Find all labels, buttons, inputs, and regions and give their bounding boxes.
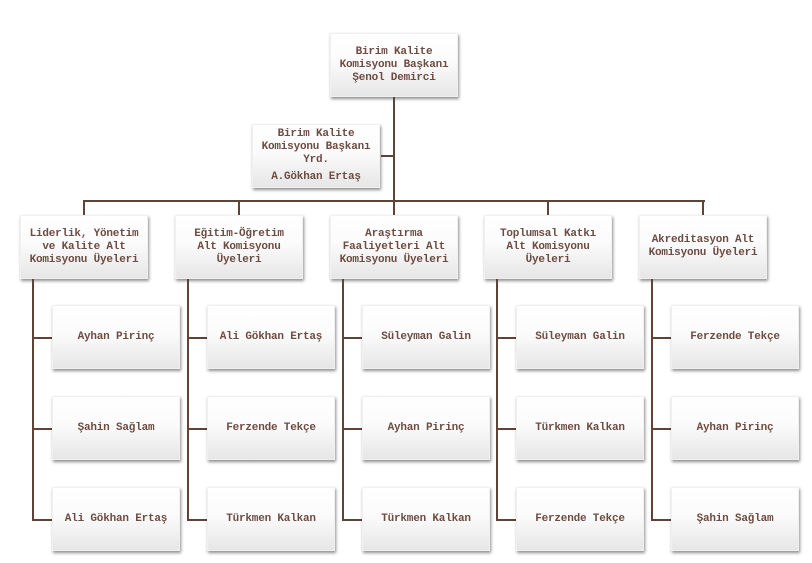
head-name: Şenol Demirci [352, 71, 436, 84]
member-name: Süleyman Galin [535, 330, 625, 343]
member-name: Süleyman Galin [381, 330, 471, 343]
member-box: Süleyman Galin [516, 305, 644, 369]
committee-box: Araştırma Faaliyetleri Alt Komisyonu Üye… [330, 215, 458, 279]
committee-box: Toplumsal Katkı Alt Komisyonu Üyeleri [484, 215, 612, 279]
connector-line [496, 279, 498, 520]
connector-line [187, 428, 207, 430]
connector-line [342, 337, 362, 339]
deputy-box: Birim Kalite Komisyonu Başkanı Yrd. A.Gö… [252, 124, 380, 188]
connector-line [496, 428, 516, 430]
connector-line [651, 428, 671, 430]
connector-line [32, 279, 34, 520]
connector-line [651, 337, 671, 339]
connector-line [83, 201, 85, 215]
member-box: Ayhan Pirinç [362, 396, 490, 460]
member-box: Ferzende Tekçe [207, 396, 335, 460]
committee-title: Araştırma Faaliyetleri Alt Komisyonu Üye… [339, 227, 449, 266]
member-name: Şahin Sağlam [77, 421, 155, 434]
connector-line [238, 201, 240, 215]
member-name: Türkmen Kalkan [535, 421, 625, 434]
connector-line [187, 279, 189, 520]
member-box: Şahin Sağlam [671, 487, 799, 551]
member-name: Şahin Sağlam [696, 512, 774, 525]
connector-line [651, 519, 671, 521]
deputy-name: A.Gökhan Ertaş [271, 171, 361, 183]
committee-title: Liderlik, Yönetim ve Kalite Alt Komisyon… [29, 227, 139, 266]
member-box: Ferzende Tekçe [671, 305, 799, 369]
member-box: Türkmen Kalkan [207, 487, 335, 551]
connector-line [342, 279, 344, 520]
member-name: Türkmen Kalkan [381, 512, 471, 525]
member-name: Ali Gökhan Ertaş [219, 330, 323, 343]
member-box: Ali Gökhan Ertaş [207, 305, 335, 369]
member-box: Ferzende Tekçe [516, 487, 644, 551]
member-box: Süleyman Galin [362, 305, 490, 369]
member-box: Türkmen Kalkan [362, 487, 490, 551]
connector-line [187, 519, 207, 521]
committee-title: Toplumsal Katkı Alt Komisyonu Üyeleri [499, 227, 597, 266]
member-name: Ferzende Tekçe [226, 421, 316, 434]
connector-line [381, 155, 394, 157]
member-name: Ferzende Tekçe [535, 512, 625, 525]
member-name: Ayhan Pirinç [696, 421, 774, 434]
committee-title: Akreditasyon Alt Komisyonu Üyeleri [648, 234, 758, 259]
member-box: Şahin Sağlam [52, 396, 180, 460]
connector-line [187, 337, 207, 339]
member-name: Ali Gökhan Ertaş [64, 512, 168, 525]
member-box: Ayhan Pirinç [52, 305, 180, 369]
committee-box: Eğitim-Öğretim Alt Komisyonu Üyeleri [175, 215, 303, 279]
connector-line [496, 519, 516, 521]
member-name: Ayhan Pirinç [387, 421, 465, 434]
member-box: Türkmen Kalkan [516, 396, 644, 460]
head-box: Birim Kalite Komisyonu Başkanı Şenol Dem… [330, 33, 458, 97]
member-box: Ali Gökhan Ertaş [52, 487, 180, 551]
member-box: Ayhan Pirinç [671, 396, 799, 460]
member-name: Ayhan Pirinç [77, 330, 155, 343]
connector-line [32, 519, 52, 521]
connector-line [702, 201, 704, 215]
connector-line [496, 337, 516, 339]
connector-line [651, 279, 653, 520]
member-name: Ferzende Tekçe [690, 330, 780, 343]
connector-line [342, 428, 362, 430]
connector-line [393, 97, 395, 203]
connector-line [393, 201, 395, 215]
head-title: Birim Kalite Komisyonu Başkanı [339, 45, 449, 71]
committee-box: Akreditasyon Alt Komisyonu Üyeleri [639, 215, 767, 279]
connector-line [32, 428, 52, 430]
committee-box: Liderlik, Yönetim ve Kalite Alt Komisyon… [20, 215, 148, 279]
committee-title: Eğitim-Öğretim Alt Komisyonu Üyeleri [194, 227, 284, 266]
deputy-title: Birim Kalite Komisyonu Başkanı Yrd. [261, 128, 371, 166]
member-name: Türkmen Kalkan [226, 512, 316, 525]
connector-line [32, 337, 52, 339]
connector-line [547, 201, 549, 215]
connector-line [342, 519, 362, 521]
